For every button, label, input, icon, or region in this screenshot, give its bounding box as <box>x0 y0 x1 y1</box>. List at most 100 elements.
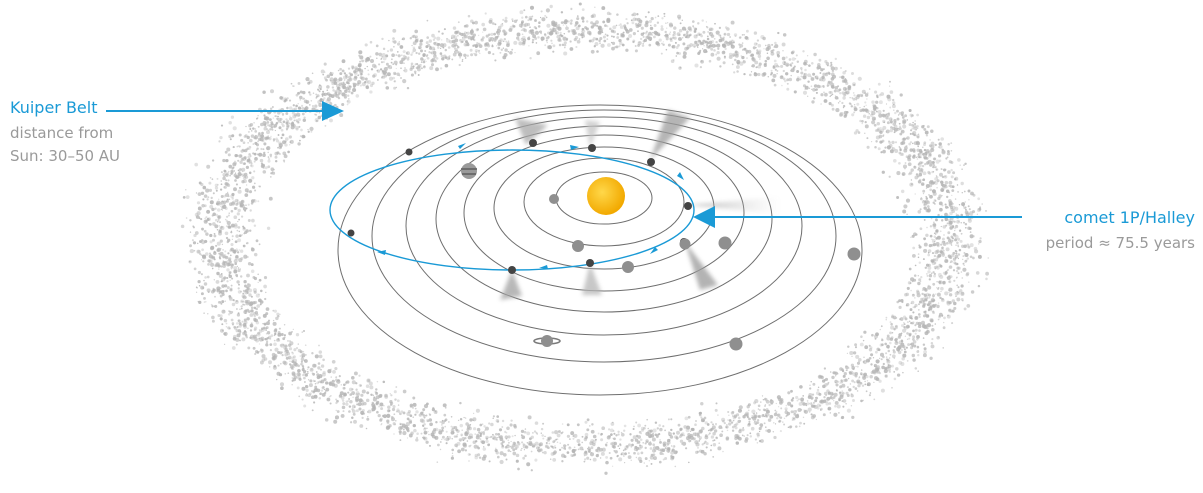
belt-particle <box>266 331 271 335</box>
belt-particle <box>703 44 705 47</box>
belt-particle <box>242 162 246 166</box>
belt-particle <box>889 321 892 324</box>
belt-particle <box>243 172 248 177</box>
belt-particle <box>922 171 927 176</box>
belt-particle <box>938 146 940 148</box>
belt-particle <box>561 460 564 463</box>
belt-particle <box>251 218 255 223</box>
belt-particle <box>293 119 296 122</box>
belt-particle <box>569 22 573 25</box>
belt-particle <box>376 380 379 383</box>
belt-particle <box>773 62 779 67</box>
belt-particle <box>320 375 323 377</box>
belt-particle <box>886 367 891 372</box>
belt-particle <box>237 145 239 147</box>
belt-particle <box>659 449 663 452</box>
belt-particle <box>821 379 826 383</box>
belt-particle <box>366 378 371 383</box>
belt-particle <box>211 319 215 323</box>
belt-particle <box>549 458 552 460</box>
belt-particle <box>963 164 965 166</box>
belt-particle <box>490 37 494 41</box>
belt-particle <box>339 67 342 71</box>
belt-particle <box>644 446 647 450</box>
belt-particle <box>920 297 923 301</box>
belt-particle <box>393 72 397 75</box>
belt-particle <box>234 206 238 210</box>
belt-particle <box>940 137 944 141</box>
belt-particle <box>468 444 471 448</box>
belt-particle <box>457 449 462 454</box>
belt-particle <box>203 312 205 314</box>
belt-particle <box>225 179 228 182</box>
belt-particle <box>930 272 933 275</box>
belt-particle <box>413 70 417 74</box>
belt-particle <box>596 448 601 453</box>
belt-particle <box>488 19 493 24</box>
belt-particle <box>765 409 770 414</box>
belt-particle <box>226 191 229 194</box>
belt-particle <box>544 14 547 17</box>
belt-particle <box>846 408 852 413</box>
belt-particle <box>613 441 618 446</box>
belt-particle <box>416 67 421 72</box>
belt-particle <box>247 262 252 266</box>
belt-particle <box>428 51 431 54</box>
belt-particle <box>898 299 902 303</box>
belt-particle <box>252 143 255 145</box>
belt-particle <box>957 190 960 193</box>
belt-particle <box>253 326 258 330</box>
belt-particle <box>355 94 360 98</box>
belt-particle <box>303 116 306 119</box>
belt-particle <box>857 76 862 81</box>
belt-particle <box>247 155 251 159</box>
belt-particle <box>278 143 283 148</box>
belt-particle <box>799 385 803 389</box>
belt-particle <box>221 300 225 304</box>
belt-particle <box>957 291 960 294</box>
belt-particle <box>897 127 899 130</box>
belt-particle <box>910 321 913 325</box>
belt-particle <box>249 164 253 167</box>
belt-particle <box>589 458 592 461</box>
belt-particle <box>694 40 698 45</box>
belt-particle <box>656 41 660 46</box>
belt-particle <box>292 104 295 107</box>
belt-particle <box>310 390 314 393</box>
belt-particle <box>334 90 338 94</box>
belt-particle <box>819 72 822 74</box>
belt-particle <box>311 352 314 355</box>
belt-particle <box>925 187 928 189</box>
belt-particle <box>708 45 711 48</box>
belt-particle <box>927 270 931 274</box>
belt-particle <box>898 305 902 309</box>
belt-particle <box>527 415 532 420</box>
belt-particle <box>654 16 657 19</box>
belt-particle <box>265 343 269 347</box>
belt-particle <box>259 360 264 365</box>
belt-particle <box>314 104 318 108</box>
belt-particle <box>742 414 746 419</box>
belt-particle <box>765 414 768 418</box>
belt-particle <box>767 428 771 433</box>
belt-particle <box>900 141 904 146</box>
belt-particle <box>662 43 665 46</box>
belt-particle <box>291 365 294 368</box>
belt-particle <box>654 433 658 437</box>
belt-particle <box>830 72 835 77</box>
belt-particle <box>406 57 410 61</box>
belt-particle <box>383 405 385 407</box>
belt-particle <box>231 277 234 280</box>
belt-particle <box>236 325 239 329</box>
belt-particle <box>952 232 956 236</box>
belt-particle <box>830 61 833 64</box>
belt-particle <box>942 181 944 183</box>
belt-particle <box>870 370 874 375</box>
belt-particle <box>888 140 890 143</box>
belt-particle <box>708 27 713 32</box>
belt-particle <box>905 292 910 297</box>
belt-particle <box>526 431 531 436</box>
belt-particle <box>932 294 935 298</box>
belt-particle <box>621 433 625 437</box>
belt-particle <box>321 95 324 97</box>
